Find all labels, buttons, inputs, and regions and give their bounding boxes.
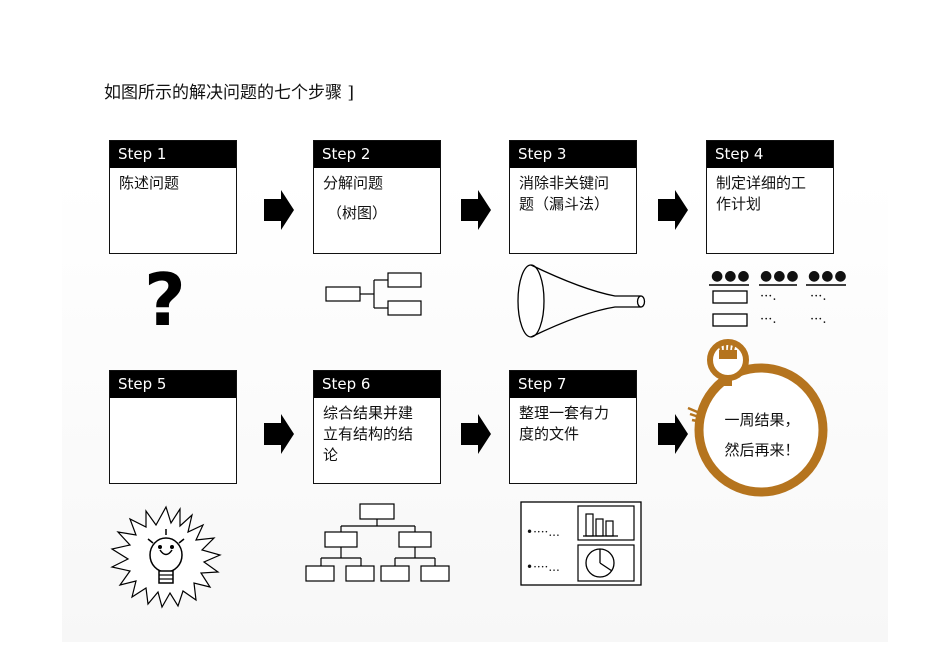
stopwatch-line1: 一周结果，	[724, 411, 800, 429]
plan-row1-col2: ···.	[760, 289, 777, 304]
step-1-line1: 陈述问题	[119, 174, 180, 192]
step-7-text: 整理一套有力 度的文件	[510, 398, 636, 445]
document-report-icon	[520, 501, 642, 586]
plan-header-dots: ●●●	[711, 268, 751, 284]
step-4-label: Step 4	[707, 141, 833, 168]
step-5-label: Step 5	[110, 371, 236, 398]
plan-header-dots: ●●●	[808, 268, 848, 284]
step-1-label: Step 1	[110, 141, 236, 168]
page-title: 如图所示的解决问题的七个步骤 ]	[104, 83, 355, 103]
step-5-card: Step 5	[109, 370, 237, 484]
step-3-line2: 题（漏斗法）	[519, 195, 610, 213]
step-3-card: Step 3 消除非关键问 题（漏斗法）	[509, 140, 637, 254]
org-chart-icon	[305, 503, 450, 582]
doc-row2-text: •····...	[526, 560, 560, 574]
step-6-line3: 论	[323, 446, 339, 464]
plan-dots-2: ●●●	[760, 268, 800, 284]
funnel-icon	[517, 264, 646, 338]
arrow-right-icon	[658, 190, 688, 230]
step-1-text: 陈述问题	[110, 168, 236, 194]
lightbulb-idea-icon	[110, 505, 222, 609]
arrow-right-icon	[461, 190, 491, 230]
plan-row1-col3: ···.	[810, 289, 827, 304]
stopwatch-icon	[687, 339, 828, 497]
step-2-text: 分解问题 （树图）	[314, 168, 440, 224]
step-4-line1: 制定详细的工	[716, 174, 807, 192]
step-1-card: Step 1 陈述问题	[109, 140, 237, 254]
step-3-text: 消除非关键问 题（漏斗法）	[510, 168, 636, 215]
doc-row1-text: •····...	[526, 525, 560, 539]
plan-row2-col3: ···.	[810, 312, 827, 327]
step-7-card: Step 7 整理一套有力 度的文件	[509, 370, 637, 484]
plan-header-dots: ●●●	[760, 268, 800, 284]
step-6-text: 综合结果并建 立有结构的结 论	[314, 398, 440, 466]
arrow-right-icon	[658, 414, 688, 454]
step-6-label: Step 6	[314, 371, 440, 398]
question-mark-icon: ?	[144, 258, 186, 342]
step-4-text: 制定详细的工 作计划	[707, 168, 833, 215]
step-2-card: Step 2 分解问题 （树图）	[313, 140, 441, 254]
step-4-line2: 作计划	[716, 195, 762, 213]
step-2-line1: 分解问题	[323, 174, 384, 192]
arrow-right-icon	[264, 414, 294, 454]
plan-lines	[709, 284, 846, 327]
step-2-label: Step 2	[314, 141, 440, 168]
step-6-line1: 综合结果并建	[323, 404, 414, 422]
step-3-line1: 消除非关键问	[519, 174, 610, 192]
tree-diagram-icon	[325, 272, 422, 316]
plan-dots-3: ●●●	[808, 268, 848, 284]
stopwatch-line2: 然后再来！	[724, 441, 800, 459]
step-2-line2: （树图）	[327, 204, 388, 222]
step-7-line1: 整理一套有力	[519, 404, 610, 422]
step-6-line2: 立有结构的结	[323, 425, 414, 443]
step-6-card: Step 6 综合结果并建 立有结构的结 论	[313, 370, 441, 484]
step-3-label: Step 3	[510, 141, 636, 168]
plan-dots-1: ●●●	[711, 268, 751, 284]
step-5-text	[110, 398, 236, 403]
step-7-label: Step 7	[510, 371, 636, 398]
step-4-card: Step 4 制定详细的工 作计划	[706, 140, 834, 254]
stopwatch-message: 一周结果， 然后再来！	[712, 405, 812, 465]
plan-row2-col2: ···.	[760, 312, 777, 327]
step-7-line2: 度的文件	[519, 425, 580, 443]
arrow-right-icon	[264, 190, 294, 230]
arrow-right-icon	[461, 414, 491, 454]
